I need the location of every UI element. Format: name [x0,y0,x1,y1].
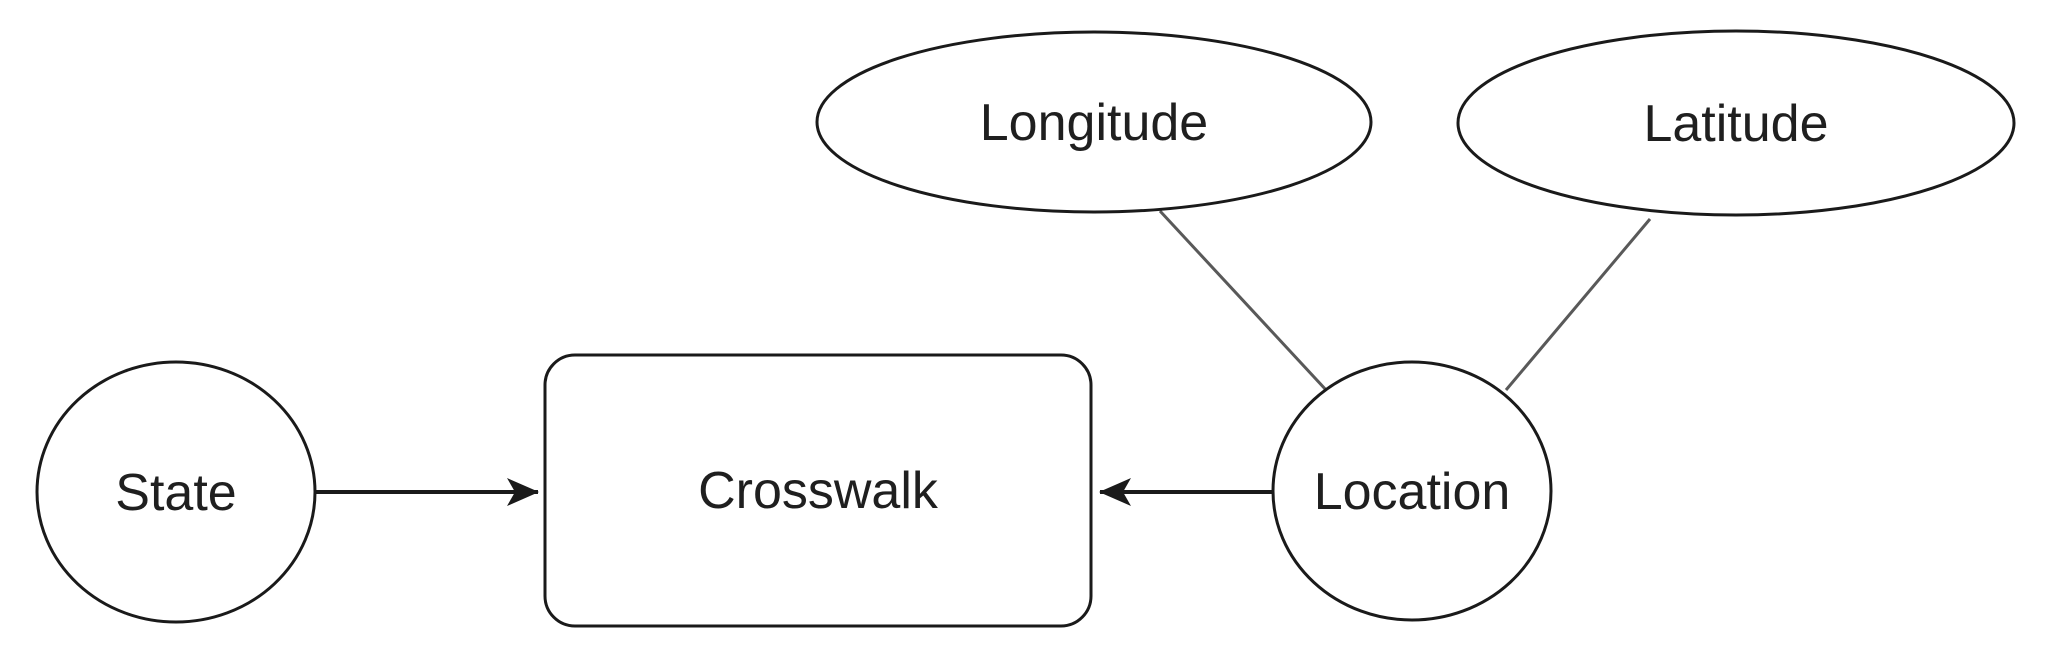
node-latitude: Latitude [1456,29,2016,217]
longitude-ellipse[interactable] [815,30,1373,214]
node-location: Location [1271,360,1553,622]
crosswalk-box[interactable] [543,353,1093,628]
latitude-ellipse[interactable] [1456,29,2016,217]
crosswalk-label: Crosswalk [698,462,939,520]
state-circle[interactable] [35,360,317,624]
node-crosswalk: Crosswalk [543,353,1093,628]
node-state: State [35,360,317,624]
edge-latitude-location[interactable] [1504,218,1652,391]
location-circle[interactable] [1271,360,1553,622]
location-label: Location [1314,463,1511,521]
state-label: State [115,464,236,522]
latitude-label: Latitude [1643,95,1828,153]
edge-longitude-location[interactable] [1158,209,1329,393]
node-longitude: Longitude [815,30,1373,214]
longitude-label: Longitude [980,94,1208,152]
